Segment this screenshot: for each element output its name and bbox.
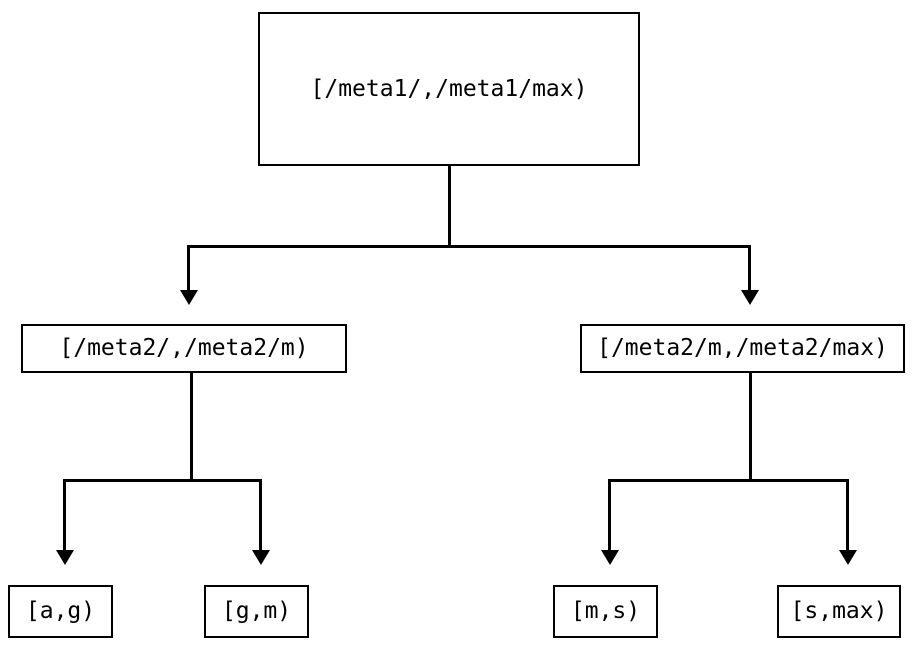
arrowhead-mid-right-to-leaf-3-icon (601, 550, 619, 565)
node-mid-left-label: [/meta2/,/meta2/m) (59, 335, 309, 361)
arrowhead-root-to-mid-left-icon (180, 290, 198, 305)
edge-mid-right-to-leaf-3-drop (608, 479, 611, 551)
node-leaf-3-label: [m,s) (570, 598, 641, 624)
node-leaf-4[interactable]: [s,max) (777, 585, 901, 638)
edge-root-crossbar (187, 245, 751, 248)
edge-mid-left-crossbar (63, 479, 262, 482)
node-leaf-1[interactable]: [a,g) (8, 585, 113, 638)
edge-mid-right-to-leaf-4-drop (846, 479, 849, 551)
arrowhead-mid-left-to-leaf-1-icon (56, 550, 74, 565)
node-mid-right[interactable]: [/meta2/m,/meta2/max) (580, 324, 905, 373)
node-leaf-1-label: [a,g) (25, 598, 96, 624)
edge-mid-left-stem (190, 373, 193, 481)
edge-mid-left-to-leaf-2-drop (259, 479, 262, 551)
node-root[interactable]: [/meta1/,/meta1/max) (258, 12, 640, 166)
node-leaf-2[interactable]: [g,m) (204, 585, 309, 638)
edge-root-to-mid-right-drop (748, 245, 751, 291)
node-leaf-2-label: [g,m) (221, 598, 292, 624)
edge-mid-right-crossbar (608, 479, 849, 482)
edge-mid-right-stem (749, 373, 752, 481)
node-mid-left[interactable]: [/meta2/,/meta2/m) (21, 324, 347, 373)
edge-mid-left-to-leaf-1-drop (63, 479, 66, 551)
edge-root-to-mid-left-drop (187, 245, 190, 291)
node-leaf-4-label: [s,max) (790, 598, 888, 624)
arrowhead-mid-left-to-leaf-2-icon (252, 550, 270, 565)
edge-root-stem (448, 166, 451, 246)
node-leaf-3[interactable]: [m,s) (553, 585, 658, 638)
arrowhead-mid-right-to-leaf-4-icon (839, 550, 857, 565)
node-mid-right-label: [/meta2/m,/meta2/max) (597, 335, 888, 361)
node-root-label: [/meta1/,/meta1/max) (310, 75, 588, 102)
arrowhead-root-to-mid-right-icon (741, 290, 759, 305)
